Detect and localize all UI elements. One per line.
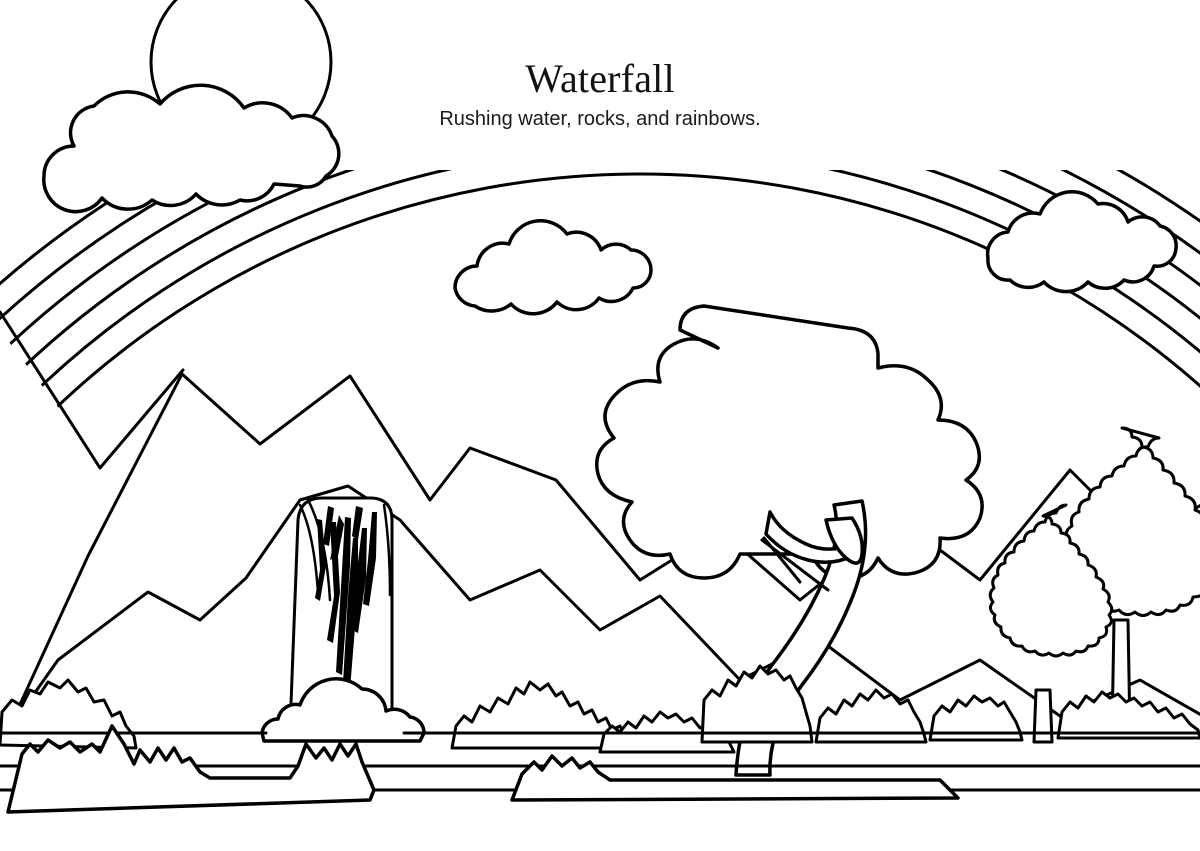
foreground-banks bbox=[6, 724, 960, 814]
bush-tree-right bbox=[814, 688, 928, 744]
small-trees-group bbox=[988, 426, 1200, 744]
ground-lines bbox=[0, 731, 1200, 768]
cloud-upper-left bbox=[42, 83, 341, 214]
waterfall-lip-curve bbox=[298, 503, 320, 595]
cloud-upper-right bbox=[985, 190, 1178, 294]
bush-right bbox=[928, 694, 1024, 742]
rainbow-arcs bbox=[0, 170, 1200, 500]
waterfall-right-edge-curve bbox=[382, 503, 392, 597]
small-tree-left-trunk bbox=[1032, 688, 1054, 744]
waterfall-foam bbox=[260, 677, 426, 743]
bush-tree-left bbox=[700, 664, 814, 744]
bush-far-right bbox=[1056, 690, 1200, 740]
waterfall-group bbox=[288, 496, 394, 732]
small-tree-left-canopy bbox=[988, 503, 1114, 658]
rock-bank-left bbox=[6, 724, 376, 814]
cloud-middle bbox=[453, 218, 653, 316]
bush-far-left bbox=[0, 678, 138, 750]
waterfall-streaks bbox=[315, 506, 377, 702]
rainbow-left-cut bbox=[0, 310, 185, 470]
rock-bank-right bbox=[510, 754, 960, 802]
big-tree-branch-fork bbox=[824, 516, 865, 565]
big-tree-branch-lines bbox=[760, 536, 830, 592]
small-tree-right-canopy bbox=[1063, 426, 1200, 617]
